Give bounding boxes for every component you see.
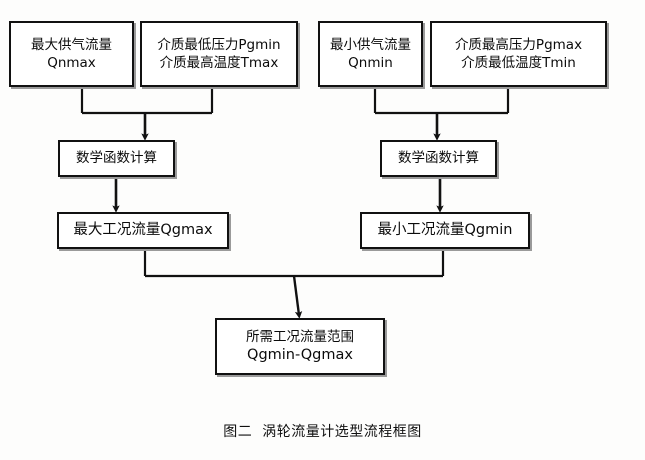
node-input-max-flow: 最大供气流量 Qnmax xyxy=(9,21,134,87)
node-calc-left-label: 数学函数计算 xyxy=(76,150,157,167)
node-result-min-label: 最小工况流量Qgmin xyxy=(377,221,513,238)
node-result-max-label: 最大工况流量Qgmax xyxy=(73,221,213,238)
node-input-max-pressure-min-temp-line1: 介质最高压力Pgmax xyxy=(454,36,583,53)
node-input-min-pressure-max-temp-line2: 介质最高温度Tmax xyxy=(159,55,279,71)
node-input-min-flow: 最小供气流量 Qnmin xyxy=(318,21,423,87)
node-input-max-flow-line1: 最大供气流量 xyxy=(31,36,112,53)
figure-caption: 图二 涡轮流量计选型流程框图 xyxy=(223,424,422,440)
node-input-min-flow-line1: 最小供气流量 xyxy=(330,36,411,53)
node-final-range: 所需工况流量范围 Qgmin-Qgmax xyxy=(215,318,385,375)
connector-left-inputs-to-calc xyxy=(80,87,214,141)
node-result-max: 最大工况流量Qgmax xyxy=(57,212,229,249)
node-final-range-line2: Qgmin-Qgmax xyxy=(247,346,353,363)
node-input-min-flow-line2: Qnmin xyxy=(348,55,393,71)
node-input-min-pressure-max-temp-line1: 介质最低压力Pgmin xyxy=(157,36,281,53)
node-input-min-pressure-max-temp: 介质最低压力Pgmin 介质最高温度Tmax xyxy=(140,21,298,87)
connector-results-to-final xyxy=(143,248,445,319)
node-calc-right-label: 数学函数计算 xyxy=(398,150,479,167)
node-result-min: 最小工况流量Qgmin xyxy=(360,212,530,249)
node-input-max-flow-line2: Qnmax xyxy=(47,55,96,71)
node-final-range-line1: 所需工况流量范围 xyxy=(246,328,354,345)
node-input-max-pressure-min-temp: 介质最高压力Pgmax 介质最低温度Tmin xyxy=(430,21,607,87)
node-calc-left: 数学函数计算 xyxy=(58,140,175,177)
connector-right-inputs-to-calc xyxy=(373,87,510,141)
node-input-max-pressure-min-temp-line2: 介质最低温度Tmin xyxy=(461,55,576,71)
node-calc-right: 数学函数计算 xyxy=(380,140,497,177)
